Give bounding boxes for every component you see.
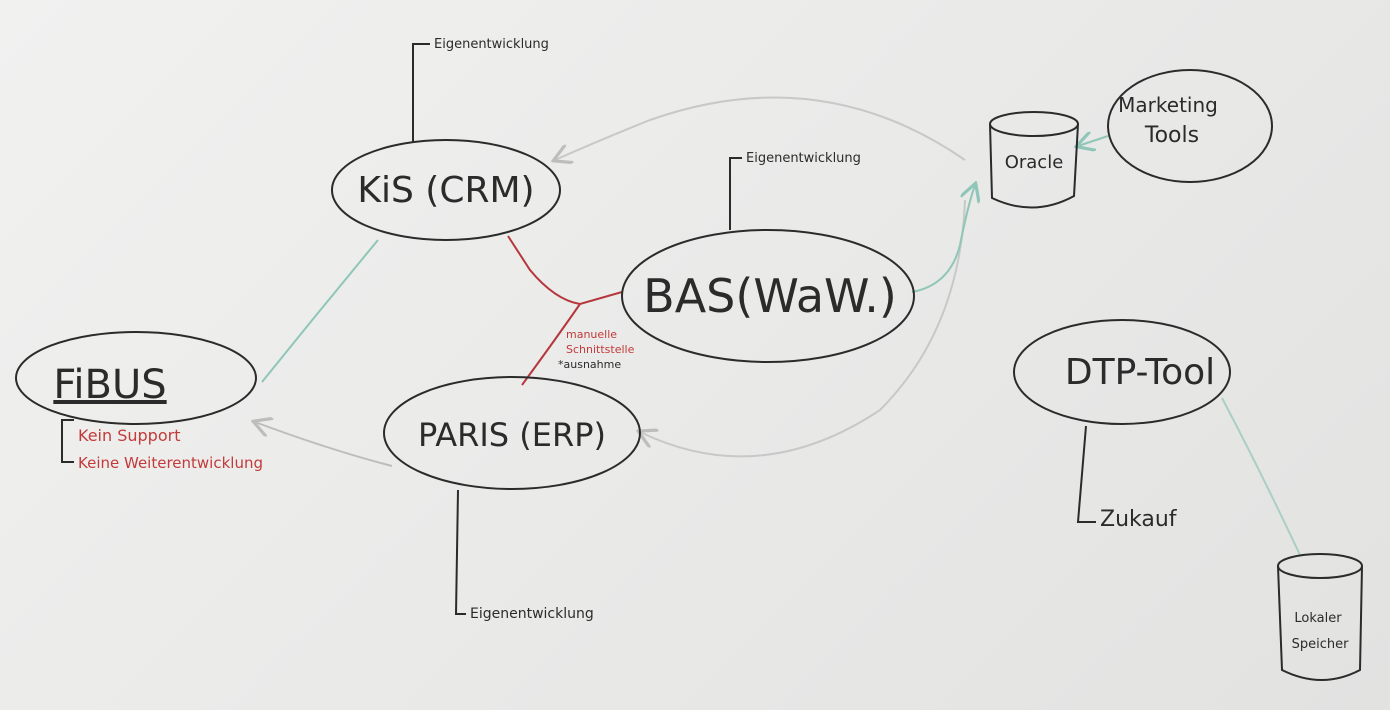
marketing-label-line1: Marketing [1118,93,1218,117]
bas-note-leader [729,157,742,230]
fibus-note-no-development: Keine Weiterentwicklung [78,454,263,472]
kis-label: KiS (CRM) [357,170,534,211]
dtp-local-connector [1221,397,1301,556]
dtp-node [1013,319,1231,425]
fibus-label: FiBUS [53,362,166,408]
kis-note: Eigenentwicklung [434,37,549,52]
interface-note-line2: Schnittstelle [566,343,635,356]
bas-note: Eigenentwicklung [746,151,861,166]
interface-note-line3: *ausnahme [558,358,621,371]
dtp-label: DTP-Tool [1065,352,1215,393]
manual-interface-line [507,235,623,386]
local-storage-label-line1: Lokaler [1294,611,1342,626]
bas-label: BAS(WaW.) [643,269,897,323]
paris-label: PARIS (ERP) [418,416,606,454]
loop-arrow-to-kis [555,96,966,161]
paris-note-leader [454,489,466,615]
marketing-label-line2: Tools [1144,123,1199,148]
kis-node [331,139,561,241]
dtp-note-leader [1076,425,1096,523]
loop-arrow-to-paris [640,199,966,458]
kis-note-leader [412,43,430,142]
bas-node [621,229,915,363]
paris-node [383,376,641,490]
local-storage-label-line2: Speicher [1292,637,1349,652]
fibus-note-no-support: Kein Support [78,426,180,445]
dtp-note: Zukauf [1100,507,1178,532]
local-storage-database-icon [1277,553,1363,681]
paris-fibus-arrow [255,422,393,467]
bas-oracle-arrow [911,185,975,293]
interface-note-line1: manuelle [566,328,617,341]
oracle-label: Oracle [1005,152,1064,173]
marketing-oracle-arrow [1078,136,1109,146]
fibus-note-bracket [61,419,74,463]
fibus-node [15,331,257,425]
oracle-database-icon [989,111,1079,209]
kis-fibus-connector [261,239,379,383]
marketing-node [1107,69,1273,183]
paris-note: Eigenentwicklung [470,606,594,622]
